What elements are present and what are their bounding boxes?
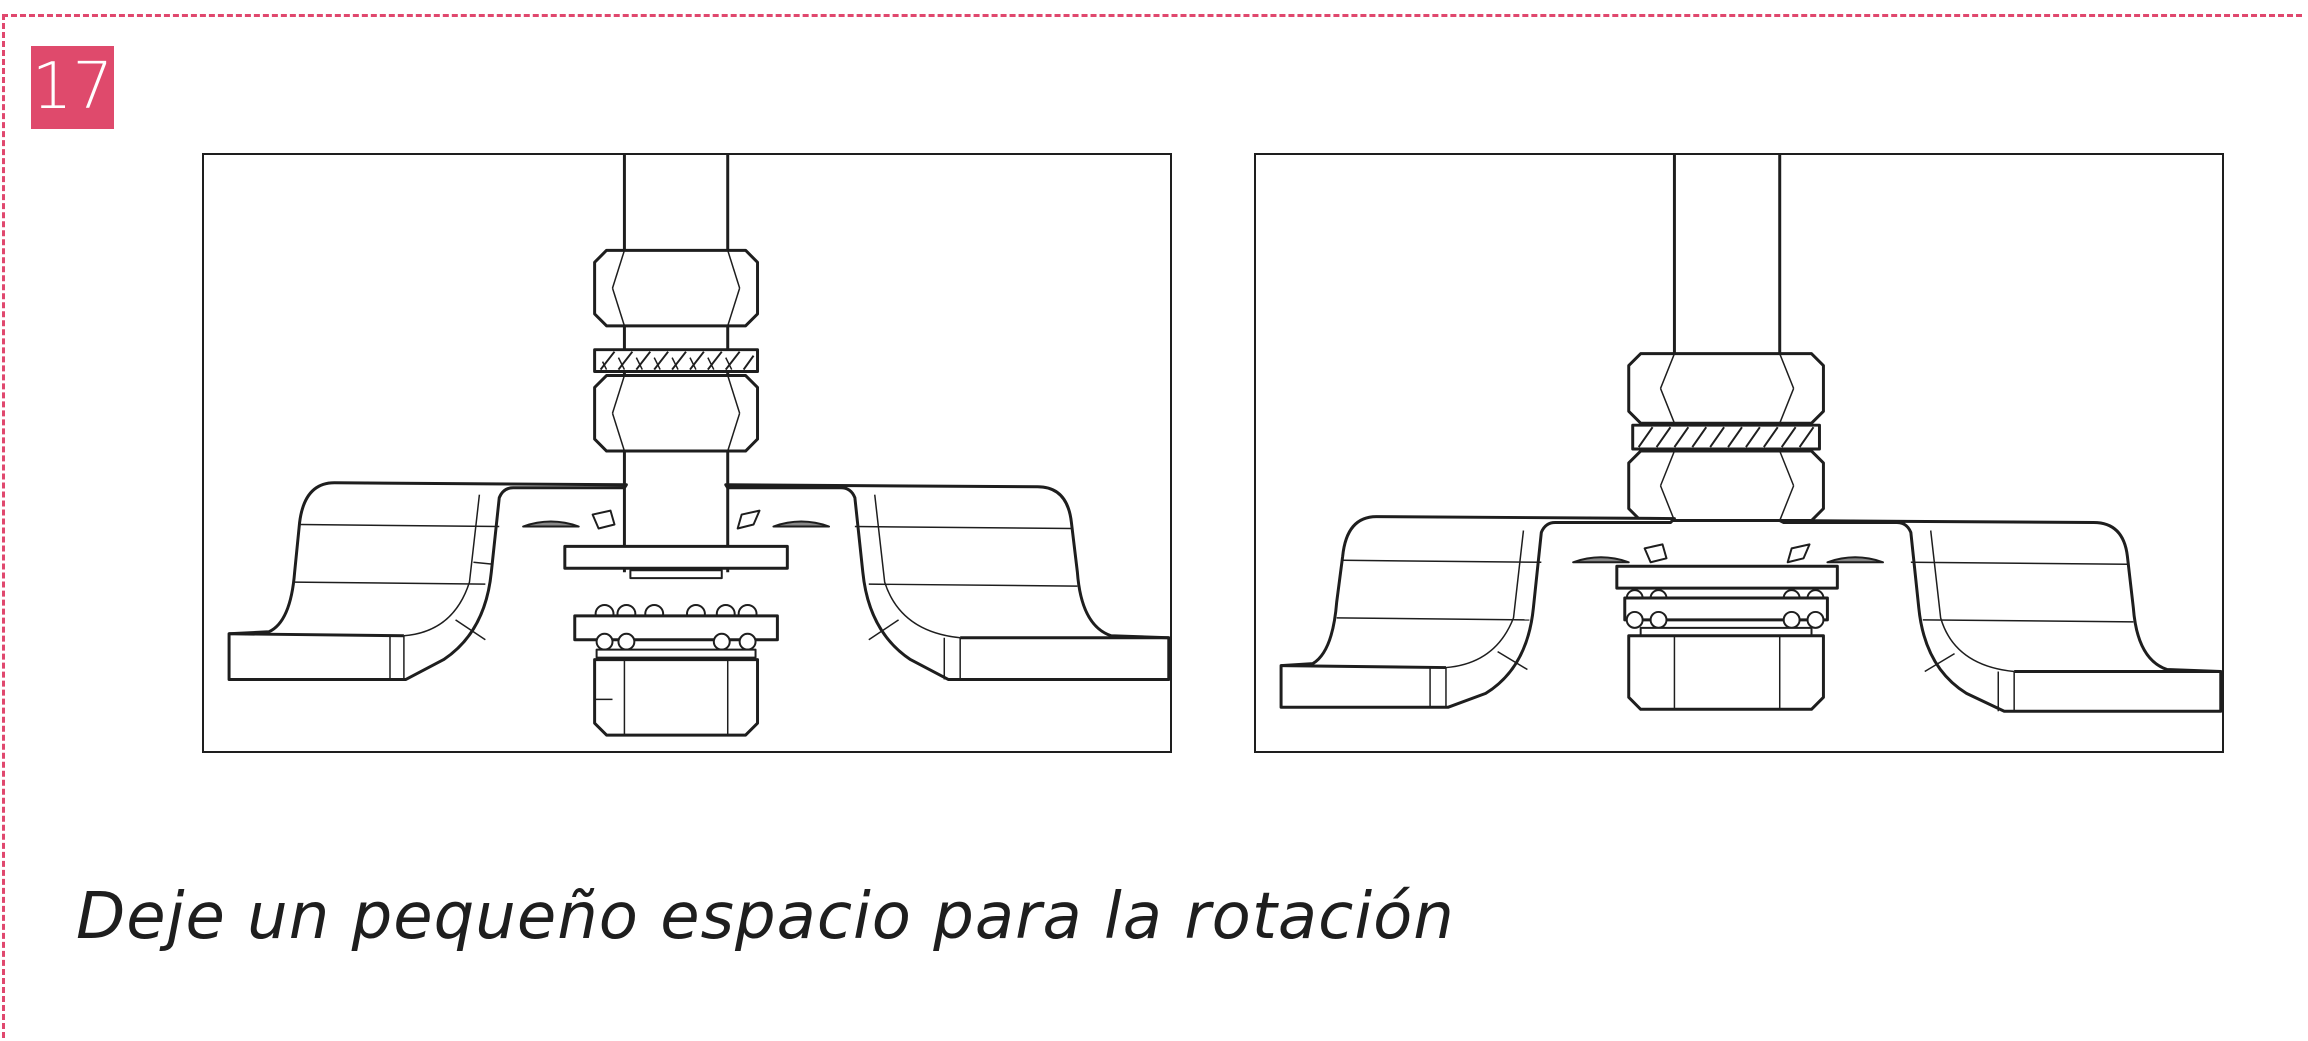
step-number-badge: 17	[31, 46, 114, 129]
instruction-caption: Deje un pequeño espacio para la rotación	[76, 880, 1455, 954]
bolt-assembly-loose-icon	[227, 155, 1170, 737]
dashed-frame	[2, 14, 2302, 1038]
illustration-tight-assembly	[1254, 153, 2224, 753]
illustration-loose-assembly	[202, 153, 1172, 753]
bolt-assembly-tight-icon	[1279, 155, 2222, 713]
